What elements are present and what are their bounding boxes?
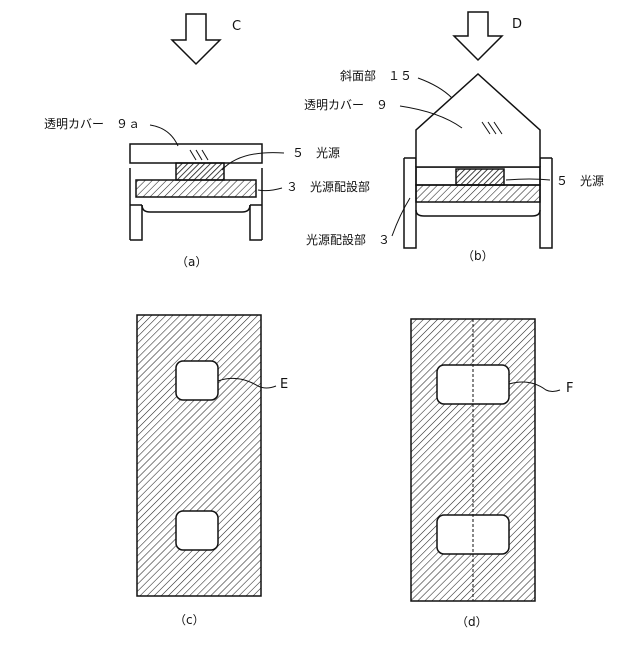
figure-b: 斜面部 １５ 透明カバー ９ ５ 光源 光源配設部 ３ （b） [304, 68, 604, 263]
arrow-c-label: C [232, 19, 241, 34]
slope-label: 斜面部 １５ [340, 68, 412, 83]
base-label-a: ３ 光源配設部 [286, 179, 370, 194]
light-source-base-a [136, 180, 256, 197]
transparent-cover-a [130, 144, 262, 163]
caption-b: （b） [462, 249, 494, 263]
region-label-e: E [280, 377, 288, 392]
caption-c: （c） [174, 613, 205, 627]
clear-region-e-lower [176, 511, 218, 550]
light-source-base-b [416, 185, 540, 202]
slope-part [416, 74, 540, 167]
light-source-b [456, 169, 504, 185]
cover-label-b: 透明カバー ９ [304, 98, 388, 112]
caption-d: （d） [456, 615, 488, 629]
arrow-d-label: D [512, 17, 522, 32]
view-arrow-c: C [172, 14, 241, 64]
hatched-strip-c [137, 315, 261, 596]
figure-d: F （d） [411, 319, 573, 629]
cover-label-a: 透明カバー ９ａ [44, 117, 140, 131]
light-source-label-a: ５ 光源 [292, 146, 340, 160]
light-source-a [176, 163, 224, 180]
clear-region-e-upper [176, 361, 218, 400]
base-label-b: 光源配設部 ３ [306, 232, 390, 247]
view-arrow-d: D [454, 12, 522, 60]
caption-a: （a） [176, 255, 207, 269]
light-source-label-b: ５ 光源 [556, 174, 604, 188]
figure-c: E （c） [137, 315, 288, 627]
region-label-f: F [566, 381, 573, 396]
